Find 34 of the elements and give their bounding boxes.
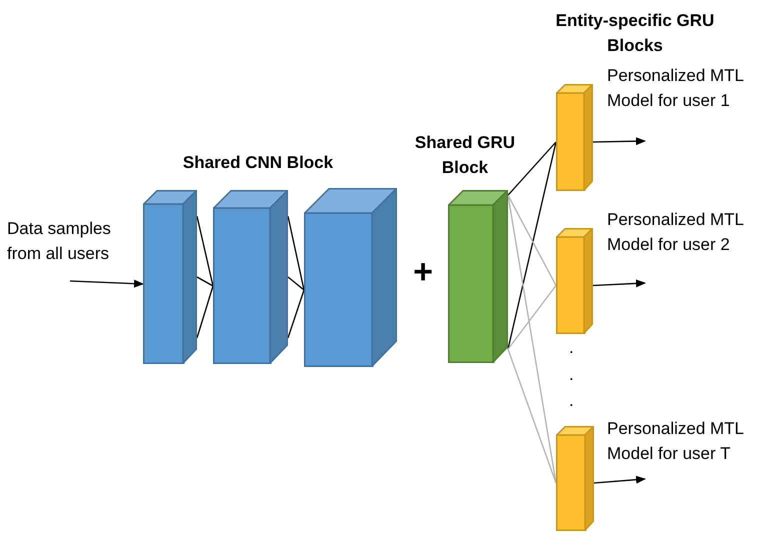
cuboid-block (304, 188, 397, 367)
connector-line (288, 276, 304, 290)
output-label: Personalized MTL Model for user 2 (607, 209, 744, 256)
connector-line (196, 286, 214, 338)
arrow (70, 280, 144, 288)
arrow (592, 279, 646, 288)
output-label: Personalized MTL Model for user T (607, 418, 744, 465)
connector-line (287, 216, 305, 290)
connector-line (508, 142, 556, 196)
text-label: Entity-specific GRU Blocks (555, 10, 715, 57)
text-label: . (569, 364, 575, 386)
cuboid-block (556, 228, 593, 334)
text-label: Shared CNN Block (182, 152, 334, 174)
text-label: . (569, 337, 575, 359)
connector-line (507, 195, 557, 484)
arrow (592, 137, 646, 146)
text-label: Shared GRU Block (414, 132, 516, 179)
connector-line (196, 216, 214, 286)
connector-line (507, 142, 557, 350)
text-label: Data samples from all users (7, 218, 112, 265)
text-label: + (412, 260, 434, 285)
connector-line (507, 348, 557, 484)
connector-line (196, 276, 214, 287)
output-label: Personalized MTL Model for user 1 (607, 65, 744, 112)
connector-line (507, 285, 557, 350)
cuboid-block (556, 84, 593, 191)
arrow (594, 476, 646, 484)
cuboid-block (213, 190, 288, 364)
cuboid-block (556, 426, 594, 531)
cuboid-block (448, 190, 508, 363)
text-label: . (569, 390, 575, 412)
connector-line (507, 194, 557, 286)
connector-line (287, 290, 305, 338)
cuboid-block (143, 190, 197, 364)
